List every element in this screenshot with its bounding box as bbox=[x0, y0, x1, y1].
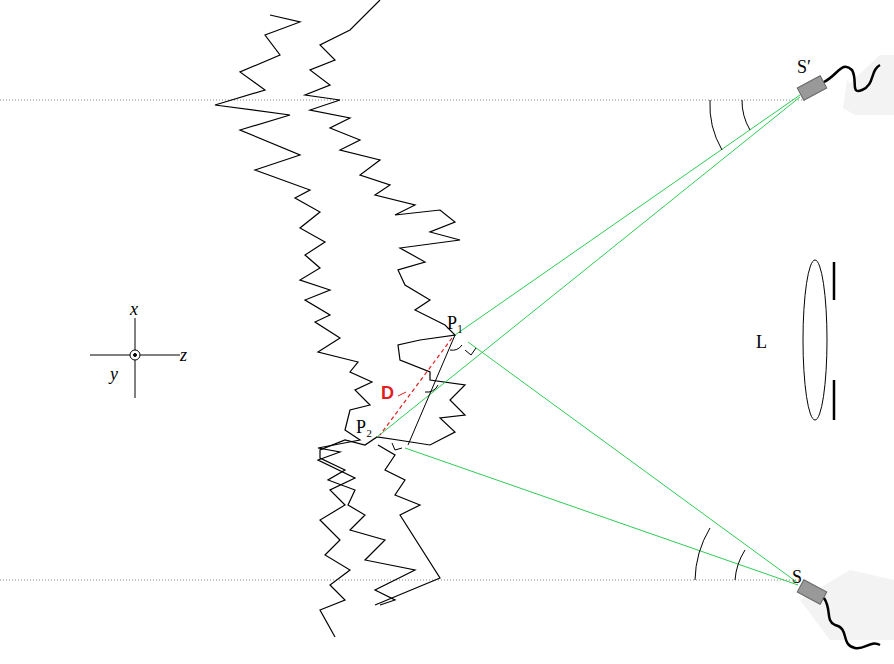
d-leader bbox=[398, 392, 406, 396]
fracture-surfaces bbox=[215, 0, 465, 637]
distance-line bbox=[380, 338, 452, 435]
axis-label: y bbox=[110, 365, 118, 383]
axes bbox=[90, 318, 180, 398]
beam-lines bbox=[377, 95, 800, 585]
lens bbox=[803, 260, 834, 420]
source-label: S bbox=[792, 568, 802, 586]
point-label: P₁ bbox=[447, 314, 463, 332]
axis-label: z bbox=[180, 346, 187, 364]
angle-arcs bbox=[425, 100, 750, 580]
normal-line bbox=[408, 335, 455, 445]
right-angle-marks bbox=[392, 348, 476, 450]
distance-label: D bbox=[381, 384, 394, 402]
source-s bbox=[797, 570, 894, 648]
axis-label: x bbox=[130, 300, 138, 318]
source-s-prime bbox=[797, 55, 894, 115]
point-label: P₂ bbox=[356, 418, 372, 436]
reference-lines bbox=[0, 100, 805, 580]
source-label: S′ bbox=[797, 58, 811, 76]
lens-label: L bbox=[756, 333, 767, 351]
